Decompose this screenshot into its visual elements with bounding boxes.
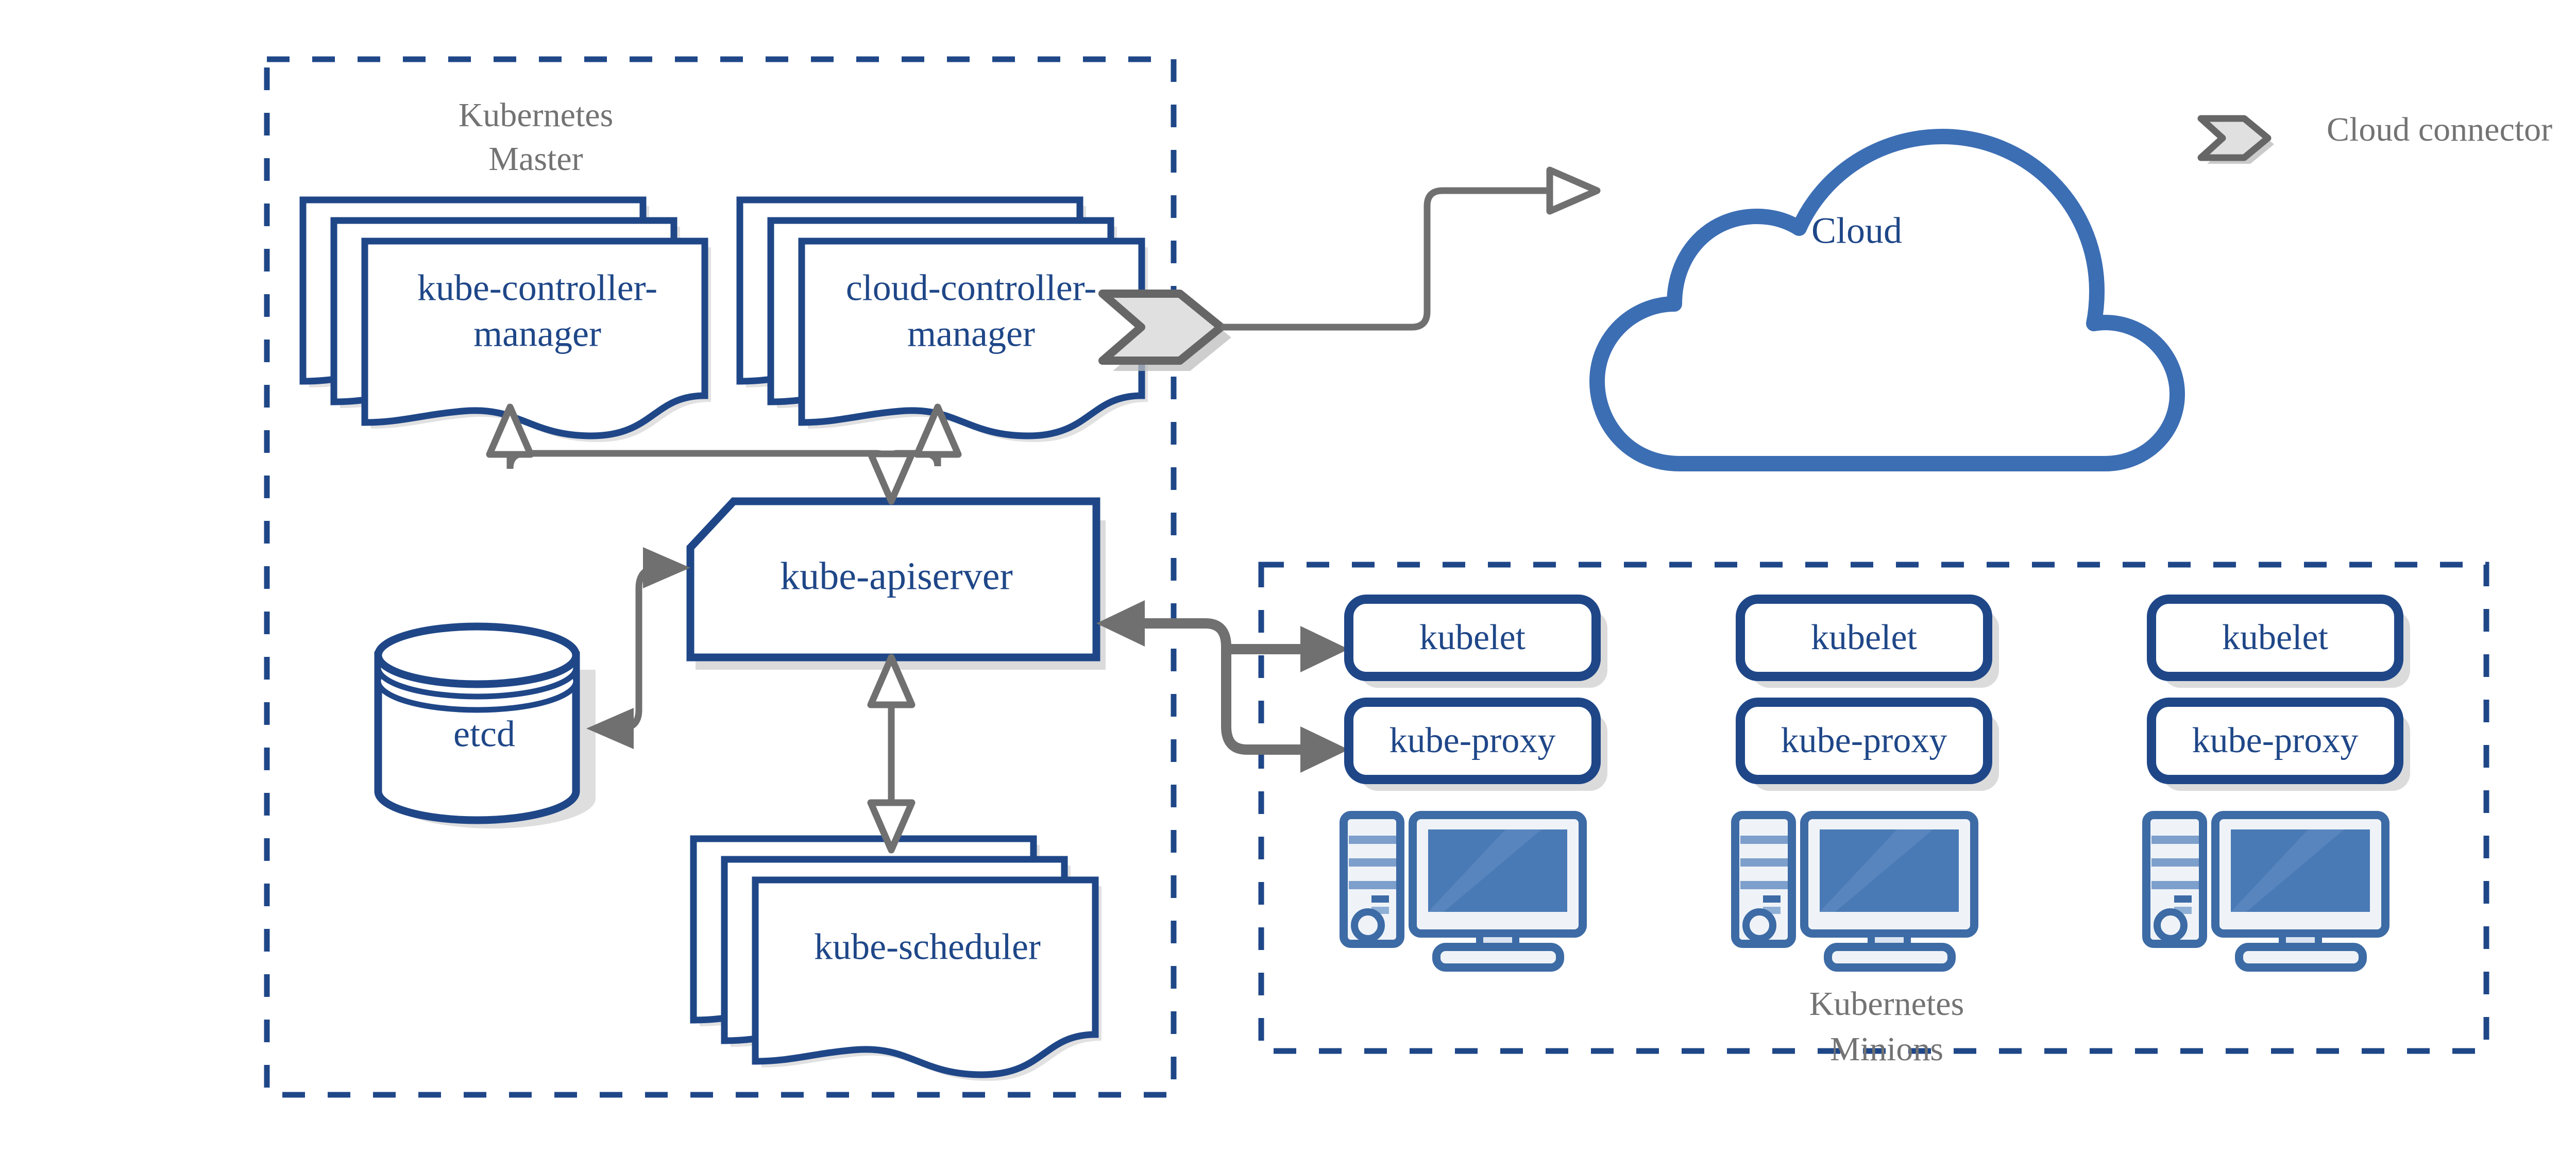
tower-vent-1 [2151,836,2199,844]
monitor-glare [1820,829,1933,912]
tower-led-1 [1763,895,1781,903]
sched-sheet-1 [755,880,1095,1075]
master-group-label-line1: Kubernetes [459,96,614,134]
minion-3-kubelet-box[interactable] [2147,595,2403,681]
arrowhead-scheduler-down [867,799,916,854]
tower-vent-1 [1740,836,1788,844]
minion-3-kube-proxy-label: kube-proxy [2192,721,2359,760]
tower-vent-3 [1740,881,1788,889]
tower-vent-2 [1349,858,1396,867]
connector-apiserver-minions [1133,618,1303,755]
minion-2[interactable]: kubelet kube-proxy [1731,595,1999,972]
arrowhead-to-apiserver [643,547,690,588]
kube-apiserver-label: kube-apiserver [780,554,1013,598]
minion-3-proxy-box[interactable] [2147,698,2403,784]
legend-cloud-connector-icon [2197,115,2274,164]
cloud-node[interactable]: Cloud [1589,129,2185,471]
arrowhead-to-ccm [913,403,962,458]
arrowhead-to-apiserver-top [867,450,916,505]
minion-2-proxy-box[interactable] [1736,698,1992,784]
arrowhead-scheduler-up [867,654,916,708]
master-group-box [264,56,1177,1098]
tower-led-1 [1371,895,1389,903]
minion-3[interactable]: kubelet kube-proxy [2142,595,2410,972]
minion-1[interactable]: kubelet kube-proxy [1340,595,1607,972]
cloud-controller-manager-node[interactable]: cloud-controller- manager [740,200,1148,442]
connector-ccm-to-cloud [1221,187,1597,331]
minion-3-kubelet-label: kubelet [2222,618,2329,657]
etcd-node[interactable]: etcd [374,622,596,828]
legend-label: Cloud connector [2327,111,2552,148]
kube-scheduler-node[interactable]: kube-scheduler [693,839,1101,1081]
kube-controller-manager-label-line2: manager [473,313,601,354]
arrowhead-to-kubelet [1300,626,1349,672]
minion-1-proxy-box[interactable] [1344,698,1601,784]
monitor-base [2235,943,2367,972]
tower-power-button [2154,908,2188,942]
minion-2-computer-icon [1731,811,1978,972]
etcd-ring-1 [374,622,580,688]
cloud-controller-manager-label-line1: cloud-controller- [846,267,1096,309]
minion-2-kube-proxy-label: kube-proxy [1781,721,1947,760]
arrowhead-to-kubeproxy [1300,726,1349,773]
kube-scheduler-label: kube-scheduler [814,926,1041,968]
tower-vent-3 [2151,881,2199,889]
minion-1-kubelet-box[interactable] [1344,595,1601,681]
cloud-outline [1589,129,2185,471]
minion-1-kube-proxy-label: kube-proxy [1389,721,1556,760]
cloud-label: Cloud [1811,210,1902,251]
minion-3-computer-icon [2142,811,2389,972]
minions-group-box [1258,562,2489,1054]
arrowhead-to-etcd [586,708,634,749]
minions-group-label-line1: Kubernetes [1809,985,1964,1023]
legend: Cloud connector [2197,111,2552,164]
monitor-glare [1428,829,1541,912]
tower-vent-3 [1349,881,1396,889]
tower-vent-1 [1349,836,1396,844]
tower-power-button [1351,908,1385,942]
cloud-controller-manager-label-line2: manager [907,313,1035,354]
cloud-connector-icon-ccm [1098,290,1231,371]
connector-apiserver-etcd [620,564,659,732]
etcd-label: etcd [453,714,515,755]
tower-power-button [1742,908,1776,942]
tower-vent-2 [1740,858,1788,867]
kube-controller-manager-node[interactable]: kube-controller- manager [303,200,711,442]
tower-vent-2 [2151,858,2199,867]
minions-group-label-line2: Minions [1830,1030,1943,1068]
arrowhead-minions-to-apiserver [1096,600,1145,647]
monitor-glare [2231,829,2344,912]
master-group-label-line2: Master [488,140,583,178]
minion-1-kubelet-label: kubelet [1419,618,1526,657]
arrowhead-to-kcm [486,403,534,458]
minion-2-kubelet-label: kubelet [1811,618,1918,657]
tower-led-1 [2174,895,2192,903]
kube-controller-manager-label-line1: kube-controller- [417,267,657,309]
kube-apiserver-node[interactable]: kube-apiserver [686,497,1106,670]
minion-1-computer-icon [1340,811,1587,972]
minion-2-kubelet-box[interactable] [1736,595,1992,681]
arrowhead-ccm-to-cloud [1546,166,1601,215]
monitor-base [1824,943,1956,972]
monitor-base [1432,943,1564,972]
